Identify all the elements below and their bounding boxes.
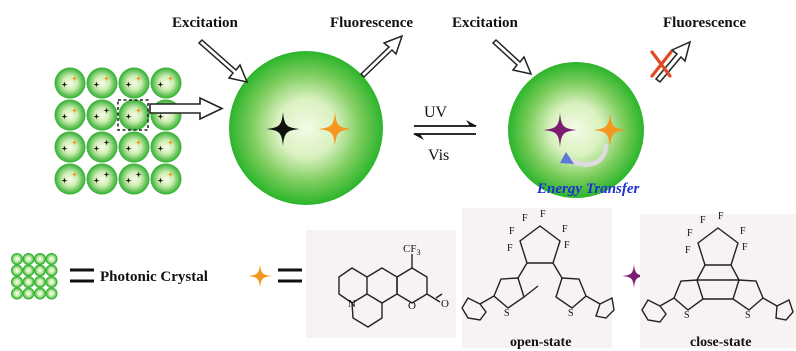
svg-text:F: F xyxy=(687,228,693,239)
legend-crystal-sphere xyxy=(22,264,35,277)
legend-crystal-sphere xyxy=(45,275,58,288)
svg-text:F: F xyxy=(509,226,515,237)
coumarin-molecule xyxy=(338,254,443,328)
svg-text:F: F xyxy=(718,211,724,222)
photonic-crystal-grid xyxy=(54,67,182,195)
close-state-panel xyxy=(640,214,796,348)
close-state-label: close-state xyxy=(690,335,751,350)
excitation-arrow-right xyxy=(491,38,533,76)
close-state-molecule xyxy=(641,227,794,323)
legend-crystal-sphere xyxy=(22,252,35,265)
legend-crystal-icon xyxy=(10,252,58,300)
svg-text:F: F xyxy=(564,240,570,251)
open-state-molecule xyxy=(461,225,615,321)
fluorescence-label-left: Fluorescence xyxy=(330,15,413,31)
legend-crystal-sphere xyxy=(34,275,47,288)
svg-text:S: S xyxy=(745,310,751,321)
excitation-label-right: Excitation xyxy=(452,15,518,31)
svg-text:F: F xyxy=(685,245,691,256)
svg-text:F: F xyxy=(740,226,746,237)
legend-crystal-sphere xyxy=(34,252,47,265)
open-state-label: open-state xyxy=(510,335,571,350)
crystal-sphere xyxy=(118,99,150,131)
selection-box xyxy=(117,99,149,131)
svg-text:F: F xyxy=(562,224,568,235)
ring-oxygen-label: O xyxy=(408,300,416,312)
legend-crystal-sphere xyxy=(34,287,47,300)
crystal-sphere xyxy=(86,163,118,195)
legend-crystal-sphere xyxy=(10,264,23,277)
legend-equals-2 xyxy=(278,268,302,283)
excitation-label-left: Excitation xyxy=(172,15,238,31)
photonic-crystal-label: Photonic Crystal xyxy=(100,269,208,285)
legend-crystal-sphere xyxy=(10,252,23,265)
excitation-arrow-left xyxy=(197,38,249,84)
close-state-atoms: F F F F F F S S xyxy=(684,211,751,321)
fluorescence-arrow-left xyxy=(359,34,404,79)
svg-text:S: S xyxy=(568,308,574,319)
crystal-sphere xyxy=(54,99,86,131)
open-state-atoms: F F F F F F S S xyxy=(504,209,574,319)
vis-label: Vis xyxy=(428,147,449,164)
fluorescence-arrow-right xyxy=(654,40,692,84)
legend-equals-1 xyxy=(70,268,94,283)
uv-arrow-head xyxy=(466,120,477,126)
energy-transfer-arrow-head xyxy=(560,152,574,164)
legend-crystal-sphere xyxy=(22,287,35,300)
crystal-sphere xyxy=(150,67,182,99)
crystal-sphere xyxy=(86,67,118,99)
crystal-sphere xyxy=(150,163,182,195)
cf3-label: CF3 xyxy=(403,243,420,257)
vis-arrow-head xyxy=(413,134,424,140)
legend-orange-star-icon xyxy=(248,264,272,288)
legend-crystal-sphere xyxy=(34,264,47,277)
svg-text:F: F xyxy=(522,213,528,224)
svg-text:S: S xyxy=(504,308,510,319)
crystal-sphere xyxy=(118,163,150,195)
crystal-sphere xyxy=(54,163,86,195)
crystal-sphere xyxy=(86,131,118,163)
crystal-sphere xyxy=(118,67,150,99)
crystal-sphere xyxy=(150,131,182,163)
open-state-panel xyxy=(462,208,612,348)
coumarin-panel xyxy=(306,230,456,338)
crystal-sphere xyxy=(54,67,86,99)
svg-text:S: S xyxy=(684,310,690,321)
fluorescence-label-right: Fluorescence xyxy=(663,15,746,31)
legend-crystal-sphere xyxy=(45,287,58,300)
svg-text:F: F xyxy=(700,215,706,226)
svg-text:F: F xyxy=(540,209,546,220)
svg-text:F: F xyxy=(507,243,513,254)
legend-crystal-sphere xyxy=(22,275,35,288)
blocked-cross-icon xyxy=(650,50,673,78)
crystal-sphere xyxy=(118,131,150,163)
energy-transfer-arrow xyxy=(567,143,609,167)
legend-crystal-sphere xyxy=(45,252,58,265)
left-sphere xyxy=(229,51,383,205)
legend-crystal-sphere xyxy=(10,287,23,300)
zoom-arrow xyxy=(149,96,224,121)
energy-transfer-label: Energy Transfer xyxy=(536,181,640,197)
crystal-sphere xyxy=(86,99,118,131)
legend-crystal-sphere xyxy=(45,264,58,277)
crystal-sphere xyxy=(54,131,86,163)
svg-text:F: F xyxy=(742,242,748,253)
carbonyl-oxygen-label: O xyxy=(441,298,449,310)
nitrogen-label: N xyxy=(348,298,356,310)
uv-label: UV xyxy=(424,104,448,121)
legend-crystal-sphere xyxy=(10,275,23,288)
